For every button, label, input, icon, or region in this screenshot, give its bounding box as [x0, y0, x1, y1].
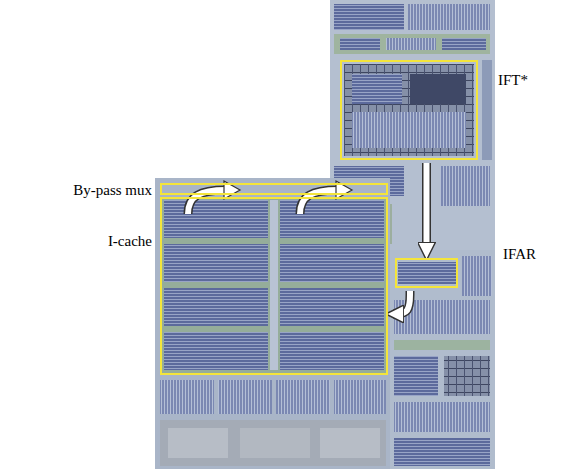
block-label: IFT*	[498, 72, 528, 89]
arrow-body	[424, 163, 430, 253]
highlight-box: By-pass mux	[160, 183, 388, 195]
arrow-outline	[393, 291, 410, 314]
flow-arrow	[426, 163, 427, 253]
block-label: I-cache	[108, 233, 152, 250]
block-label: IFAR	[503, 246, 536, 263]
flow-arrow	[393, 291, 410, 314]
arrow-outline	[422, 163, 431, 253]
arrow-body	[393, 291, 410, 314]
highlight-box: I-cache	[160, 197, 388, 375]
die-cache-block	[155, 178, 390, 469]
die-right-column	[390, 250, 495, 469]
highlight-box: IFT*	[340, 60, 478, 160]
highlight-box: IFAR	[395, 258, 458, 288]
block-label: By-pass mux	[73, 182, 152, 199]
